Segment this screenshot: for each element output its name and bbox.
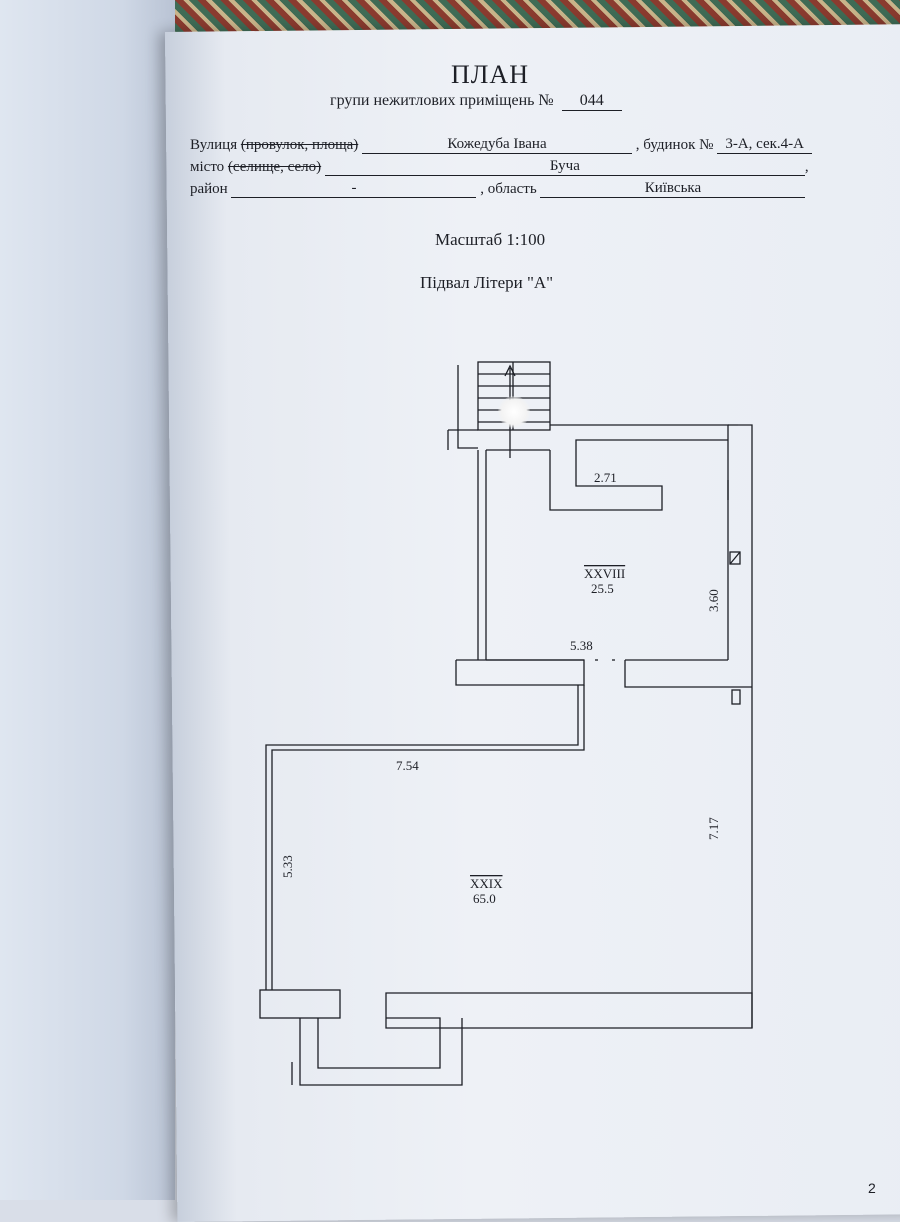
street-label: Вулиця	[190, 137, 238, 153]
plan-title: ПЛАН	[451, 60, 529, 89]
page-number: 2	[868, 1180, 876, 1196]
dim-3-60: 3.60	[706, 589, 721, 612]
district-value: -	[231, 180, 477, 198]
left-page	[0, 0, 175, 1200]
dim-7-17: 7.17	[706, 817, 721, 840]
floor-label: Підвал Літери "А"	[420, 273, 554, 292]
city-label: місто	[190, 159, 225, 175]
city-end: ,	[804, 159, 809, 175]
plan-subtitle: групи нежитлових приміщень № 044	[330, 92, 622, 111]
building-label: , будинок №	[635, 137, 714, 153]
street-value: Кожедуба Івана	[362, 136, 633, 154]
wall-marker	[729, 551, 741, 565]
plan-number: 044	[561, 92, 622, 111]
district-row: район - , область Київська	[190, 180, 806, 198]
city-struck: (селище, село)	[227, 159, 322, 175]
staircase	[477, 361, 551, 431]
city-value: Буча	[324, 158, 805, 176]
room-xxviii-name: XXVIII	[584, 566, 625, 581]
dim-5-33: 5.33	[280, 855, 295, 878]
region-label: , область	[480, 181, 537, 197]
dim-2-71: 2.71	[594, 470, 617, 485]
street-struck: (провулок, площа)	[240, 137, 359, 153]
street-row: Вулиця (провулок, площа) Кожедуба Івана …	[190, 136, 813, 154]
district-label: район	[190, 181, 228, 197]
building-value: 3-А, сек.4-А	[717, 136, 813, 154]
room-xxix-name: XXIX	[470, 876, 503, 891]
redaction-blur	[498, 396, 530, 428]
dim-7-54: 7.54	[396, 758, 419, 773]
dim-5-38: 5.38	[570, 638, 593, 653]
subtitle-text: групи нежитлових приміщень №	[330, 92, 554, 109]
scale-label: Масштаб 1:100	[435, 230, 546, 249]
city-row: місто (селище, село) Буча,	[190, 158, 809, 176]
region-value: Київська	[540, 180, 806, 198]
room-xxviii-area: 25.5	[591, 581, 614, 596]
room-xxix-area: 65.0	[473, 891, 496, 906]
